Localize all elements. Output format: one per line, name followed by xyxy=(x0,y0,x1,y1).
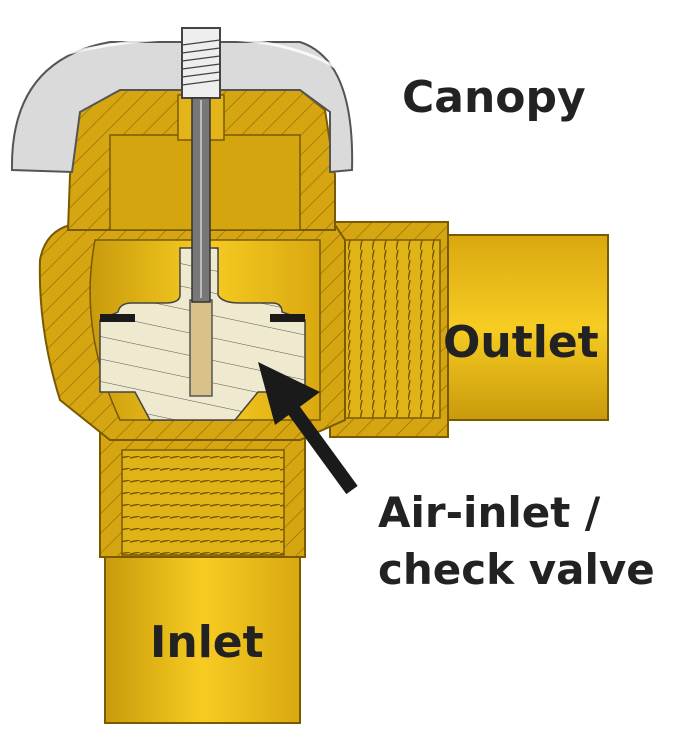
stem-insert xyxy=(189,299,213,397)
label-canopy: Canopy xyxy=(402,72,586,123)
inlet-pipe xyxy=(104,554,301,724)
canopy-dome xyxy=(10,41,354,174)
label-outlet: Outlet xyxy=(443,317,599,368)
label-air-inlet-line1: Air-inlet / xyxy=(378,488,601,537)
label-inlet: Inlet xyxy=(150,617,264,668)
label-air-inlet-line2: check valve xyxy=(378,545,655,594)
outlet-pipe xyxy=(439,234,609,421)
canopy-screw xyxy=(181,27,221,99)
disc-seat-left xyxy=(100,314,135,322)
disc-seat-right xyxy=(270,314,305,322)
outlet-thread xyxy=(344,239,441,419)
inlet-thread-inner xyxy=(121,449,285,556)
pointer-arrow xyxy=(258,362,358,495)
